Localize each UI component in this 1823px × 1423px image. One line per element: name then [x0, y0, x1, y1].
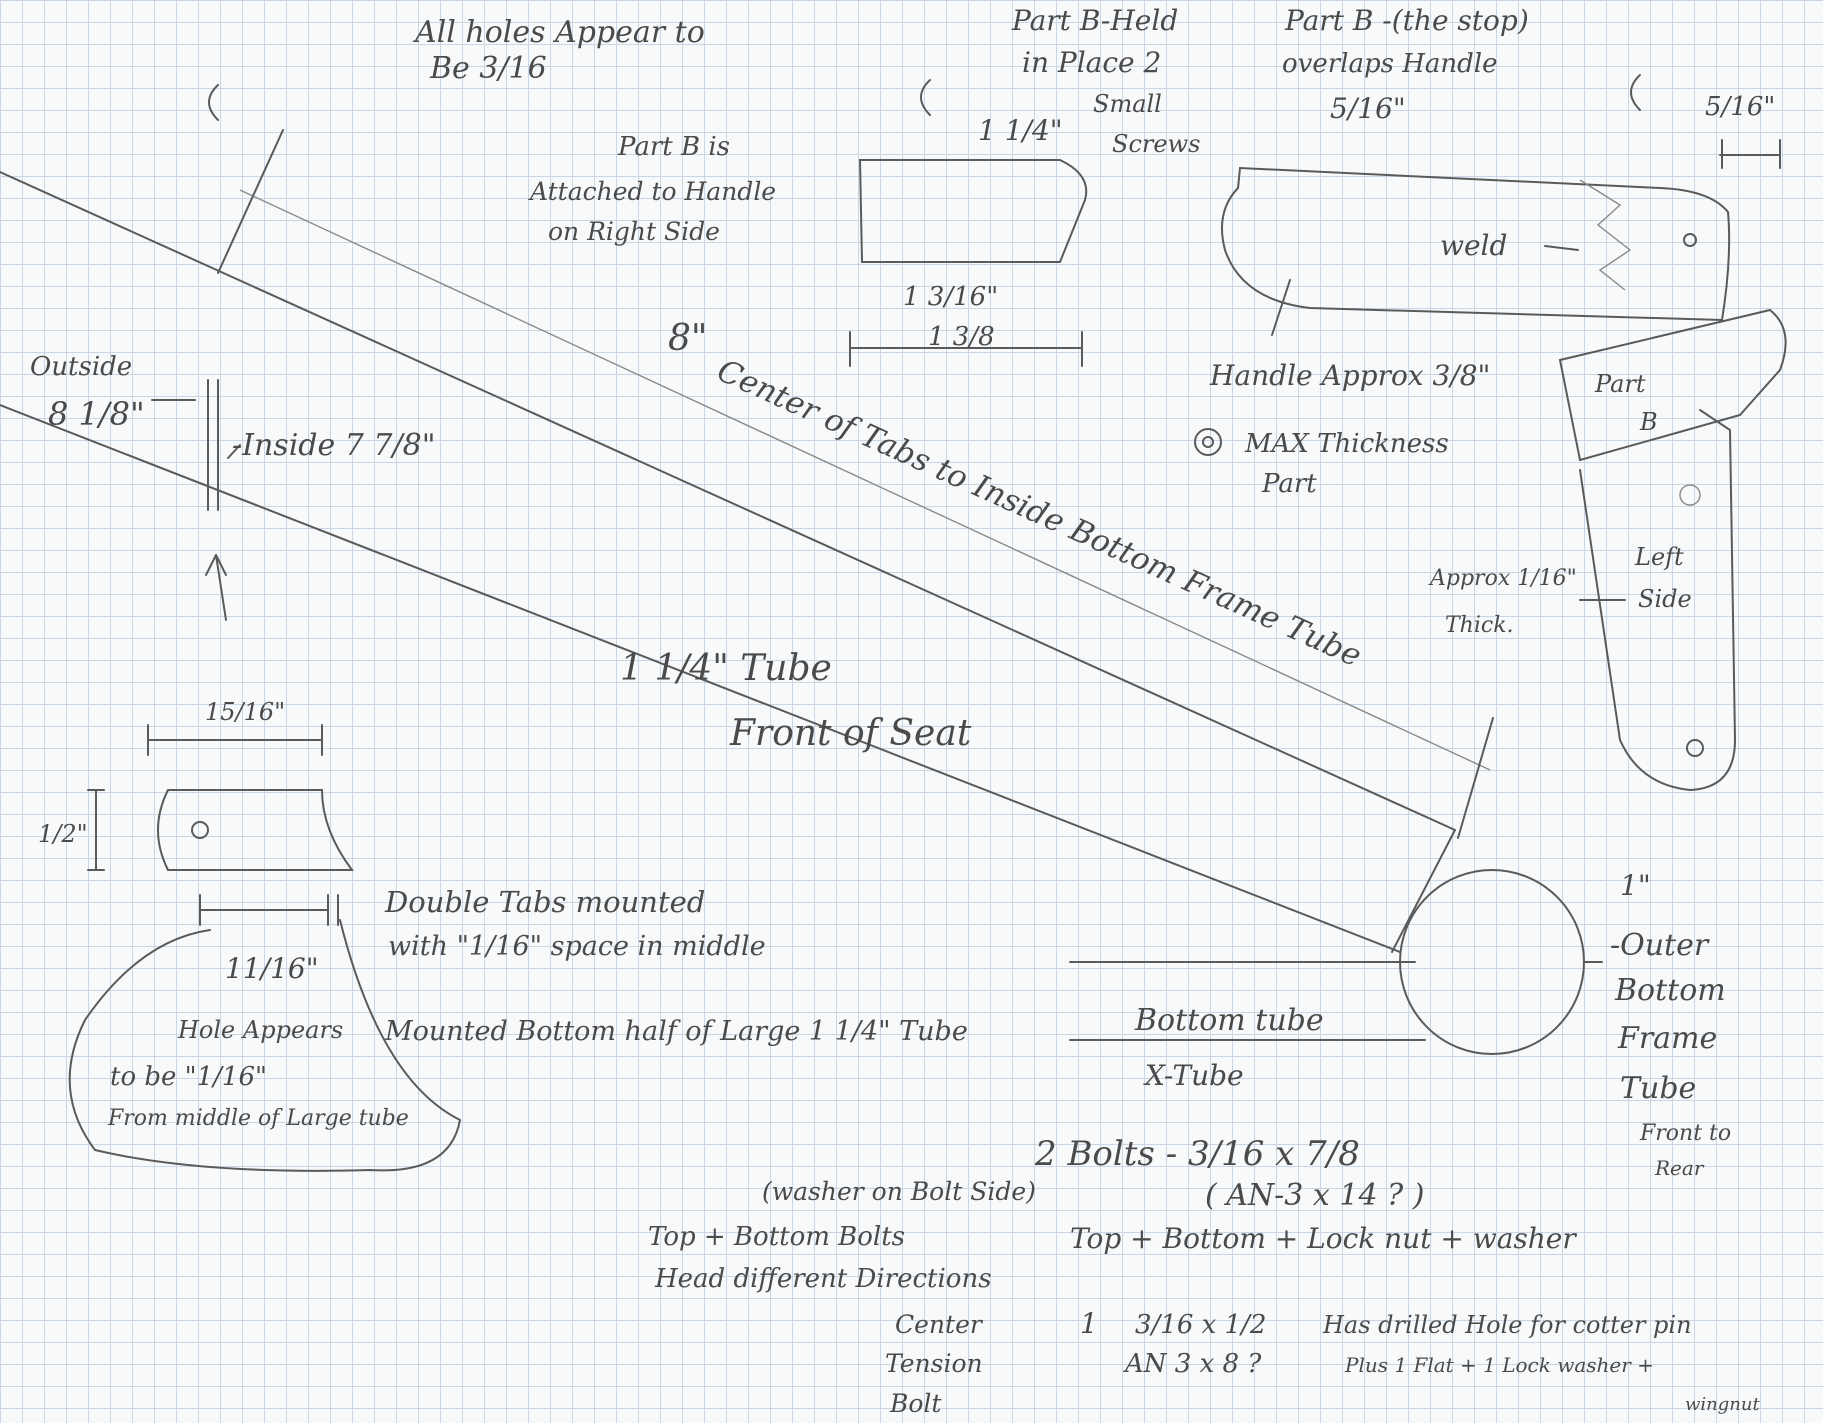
holes-note-line2: Be 3/16 [429, 51, 547, 86]
part-b-shape [849, 159, 1088, 367]
outer-tube-line2: -Outer [1610, 928, 1710, 963]
center-bolt-line1: Center [895, 1310, 984, 1339]
dim-one-three-eighths: 1 3/8 [928, 322, 995, 352]
tab-height-dimension: 1/2" [38, 820, 88, 848]
bolts-line1: 2 Bolts - 3/16 x 7/8 [1034, 1134, 1360, 1174]
double-tabs-line1: Double Tabs mounted [384, 885, 705, 919]
top-bottom-lock-note: Top + Bottom + Lock nut + washer [1070, 1222, 1577, 1255]
outer-tube-line7: Rear [1654, 1156, 1705, 1180]
double-tabs-line2: with "1/16" space in middle [388, 931, 766, 962]
partb-held-line4: Screws [1112, 130, 1200, 158]
weld-label: weld [1440, 229, 1507, 262]
front-of-seat-label: Front of Seat [729, 713, 972, 754]
x-tube-label: X-Tube [1143, 1059, 1244, 1092]
binder-hole-marks [208, 74, 1641, 121]
tube-size-label: 1 1/4" Tube [620, 648, 832, 689]
center-bolt-size: 3/16 x 1/2 [1135, 1310, 1266, 1340]
bolts-line2: ( AN-3 x 14 ? ) [1205, 1178, 1424, 1213]
holes-note-line1: All holes Appear to [412, 15, 705, 50]
dim-one-three-sixteenths: 1 3/16" [903, 282, 998, 312]
center-bolt-desc-line3: wingnut [1685, 1394, 1760, 1415]
tab-drawing [68, 724, 462, 1172]
partb-is-line1: Part B is [617, 132, 730, 162]
partb-stop-line1: Part B -(the stop) [1284, 4, 1529, 37]
approx-thick-line1: Approx 1/16" [1428, 566, 1577, 591]
tab-width-dimension: 15/16" [205, 698, 285, 726]
partb-is-line3: on Right Side [548, 217, 720, 246]
inside-dimension: -Inside 7 7/8" [232, 428, 436, 463]
partb-held-line1: Part B-Held [1011, 4, 1178, 37]
center-bolt-desc-line2: Plus 1 Flat + 1 Lock washer + [1344, 1353, 1654, 1377]
washer-note: (washer on Bolt Side) [762, 1177, 1036, 1206]
dim-one-quarter: 1 1/4" [978, 114, 1063, 147]
partb-stop-line2: overlaps Handle [1282, 49, 1498, 79]
handle-approx-label: Handle Approx 3/8" [1209, 359, 1490, 392]
max-thickness-line1: MAX Thickness [1244, 429, 1449, 459]
part-b-label-line1: Part [1594, 370, 1646, 398]
center-bolt-desc-line1: Has drilled Hole for cotter pin [1322, 1311, 1692, 1339]
center-bolt-quantity: 1 [1080, 1307, 1098, 1340]
center-dimension: 8" [668, 318, 707, 359]
mounted-bottom-note: Mounted Bottom half of Large 1 1/4" Tube [384, 1016, 968, 1047]
left-side-line2: Side [1638, 585, 1692, 613]
outer-tube-line4: Frame [1617, 1021, 1717, 1056]
outer-tube-line3: Bottom [1614, 973, 1726, 1008]
outer-tube-line1: 1" [1620, 869, 1651, 902]
partb-stop-line3: 5/16" [1330, 92, 1406, 125]
top-right-dimension: 5/16" [1705, 92, 1775, 122]
outside-dimension: 8 1/8" [48, 395, 145, 433]
top-bottom-bolts-line1: Top + Bottom Bolts [648, 1222, 905, 1252]
center-bolt-line3: Bolt [889, 1389, 942, 1418]
max-thickness-line2: Part [1261, 469, 1317, 499]
bottom-tube-label: Bottom tube [1134, 1003, 1324, 1038]
part-b-label-line2: B [1639, 408, 1658, 436]
outer-tube-line5: Tube [1620, 1071, 1696, 1106]
top-bottom-bolts-line2: Head different Directions [654, 1264, 992, 1294]
seat-width-marks [151, 379, 241, 621]
partb-is-line2: Attached to Handle [528, 177, 776, 206]
hole-appears-line1: Hole Appears [177, 1016, 343, 1044]
hole-appears-line3: From middle of Large tube [107, 1106, 409, 1131]
center-bolt-line2: Tension [885, 1349, 983, 1378]
bottom-frame-tube-section [1399, 869, 1585, 1055]
seat-tube-drawing [0, 129, 1494, 1041]
center-of-tabs-note: Center of Tabs to Inside Bottom Frame Tu… [712, 352, 1367, 674]
tab-offset-dimension: 11/16" [225, 952, 319, 985]
center-bolt-an: AN 3 x 8 ? [1123, 1349, 1262, 1379]
left-side-line1: Left [1634, 543, 1684, 571]
partb-held-line2: in Place 2 [1022, 46, 1161, 79]
hole-appears-line2: to be "1/16" [110, 1062, 267, 1092]
outside-label: Outside [30, 352, 132, 382]
outer-tube-line6: Front to [1639, 1121, 1731, 1146]
partb-held-line3: Small [1093, 90, 1162, 118]
approx-thick-line2: Thick. [1445, 613, 1514, 638]
handle-assembly [1194, 139, 1787, 792]
